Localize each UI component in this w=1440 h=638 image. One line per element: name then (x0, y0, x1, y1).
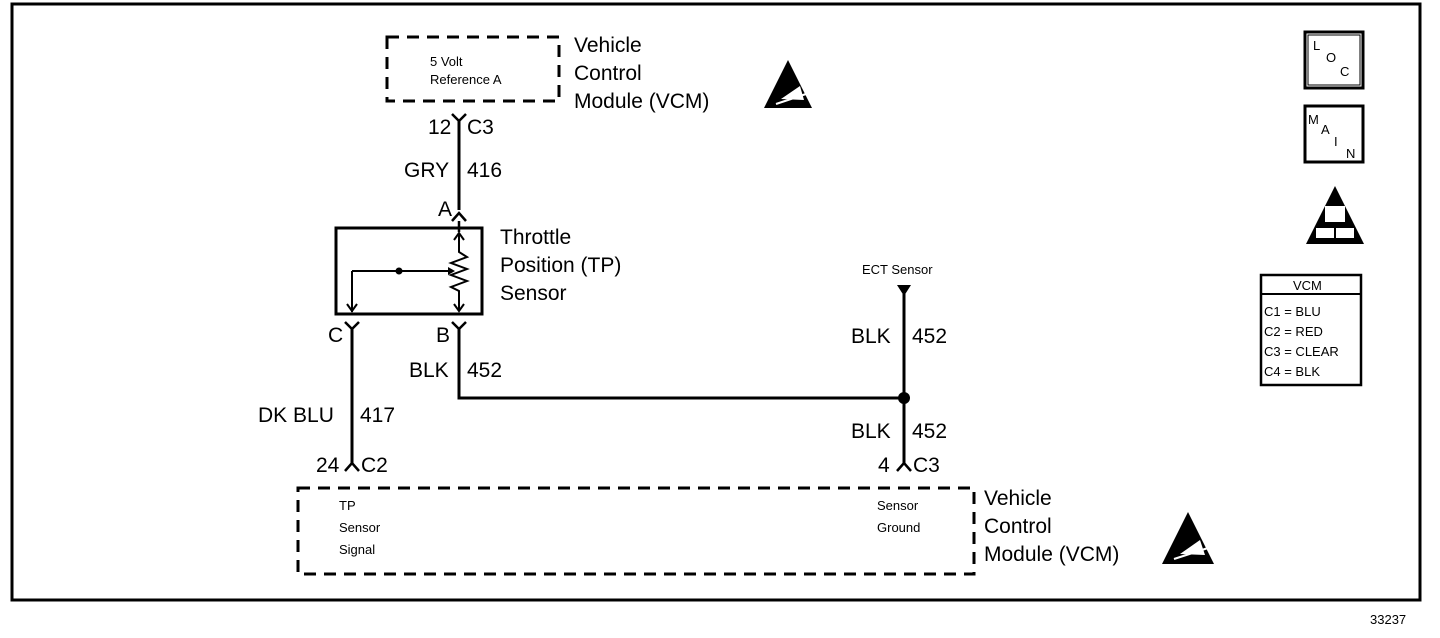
tp-sensor-line1: Throttle (500, 226, 571, 249)
vcm-bottom-name-line1: Vehicle (984, 487, 1052, 510)
wire-vcm-ground-circuit: 452 (912, 420, 947, 443)
tp-sensor-line2: Position (TP) (500, 254, 621, 277)
vcm-signal-line1: TP (339, 498, 356, 513)
esd-warning-icon (1162, 512, 1214, 564)
vcm-legend-row: C1 = BLU (1264, 304, 1321, 319)
bottom-left-pin: 24 (316, 454, 340, 477)
wire-ref-color: GRY (404, 159, 449, 182)
svg-text:C: C (1340, 64, 1349, 79)
pin-b-label: B (436, 324, 450, 347)
svg-text:O: O (1326, 50, 1336, 65)
vcm-legend-row: C2 = RED (1264, 324, 1323, 339)
bottom-left-connector: C2 (361, 454, 388, 477)
diagram-frame (10, 2, 1422, 602)
vcm-top-box (385, 35, 561, 103)
vcm-ground-line2: Ground (877, 520, 920, 535)
tp-sensor-line3: Sensor (500, 282, 567, 305)
wire-signal-circuit: 417 (360, 404, 395, 427)
top-connector-id: C3 (467, 116, 494, 139)
vcm-bottom-name-line3: Module (VCM) (984, 543, 1119, 566)
bottom-right-connector-symbol (896, 461, 912, 472)
wire-blk-452-b (457, 329, 904, 400)
top-connector-symbol (451, 113, 467, 123)
ect-sensor-label: ECT Sensor (862, 262, 933, 277)
wire-ground-b-color: BLK (409, 359, 449, 382)
wire-vcm-ground-color: BLK (851, 420, 891, 443)
pin-a-label: A (438, 198, 452, 221)
pin-a-symbol (451, 211, 467, 222)
vcm-top-name-line2: Control (574, 62, 642, 85)
splice-dot (898, 392, 910, 404)
wire-ect-color: BLK (851, 325, 891, 348)
vcm-signal-line3: Signal (339, 542, 375, 557)
vcm-legend-row: C4 = BLK (1264, 364, 1320, 379)
tp-resistor (448, 248, 470, 296)
wire-ref-circuit: 416 (467, 159, 502, 182)
top-pin-number: 12 (428, 116, 451, 139)
wire-signal-color: DK BLU (258, 404, 334, 427)
bottom-right-connector: C3 (913, 454, 940, 477)
vcm-top-inner-line1: 5 Volt (430, 54, 463, 69)
vcm-bottom-box (296, 486, 976, 576)
vcm-top-name-line3: Module (VCM) (574, 90, 709, 113)
vcm-legend-row: C3 = CLEAR (1264, 344, 1339, 359)
ect-sensor-symbol (897, 285, 911, 296)
vcm-bottom-name-line2: Control (984, 515, 1052, 538)
tp-wiper-dot (395, 267, 403, 275)
svg-text:I: I (1334, 134, 1338, 149)
vcm-top-inner-line2: Reference A (430, 72, 502, 87)
wire-ect-circuit: 452 (912, 325, 947, 348)
tp-sensor-box (334, 226, 484, 316)
svg-text:M: M (1308, 112, 1319, 127)
main-icon: M A I N (1303, 104, 1365, 164)
obd-warning-icon (1306, 186, 1364, 244)
figure-number: 33237 (1370, 612, 1406, 627)
vcm-signal-line2: Sensor (339, 520, 381, 535)
esd-warning-icon (764, 60, 812, 108)
bottom-right-pin: 4 (878, 454, 890, 477)
bottom-left-connector-symbol (344, 461, 360, 472)
pin-c-symbol (344, 321, 360, 331)
svg-text:L: L (1313, 38, 1320, 53)
vcm-legend-title: VCM (1293, 278, 1322, 293)
pin-c-label: C (328, 324, 343, 347)
svg-text:A: A (1321, 122, 1330, 137)
vcm-top-name-line1: Vehicle (574, 34, 642, 57)
vcm-legend: VCM C1 = BLU C2 = RED C3 = CLEAR C4 = BL… (1259, 273, 1363, 387)
loc-icon: L O C (1303, 30, 1365, 90)
svg-text:N: N (1346, 146, 1355, 161)
pin-b-symbol (451, 321, 467, 331)
wire-ground-b-circuit: 452 (467, 359, 502, 382)
vcm-ground-line1: Sensor (877, 498, 919, 513)
